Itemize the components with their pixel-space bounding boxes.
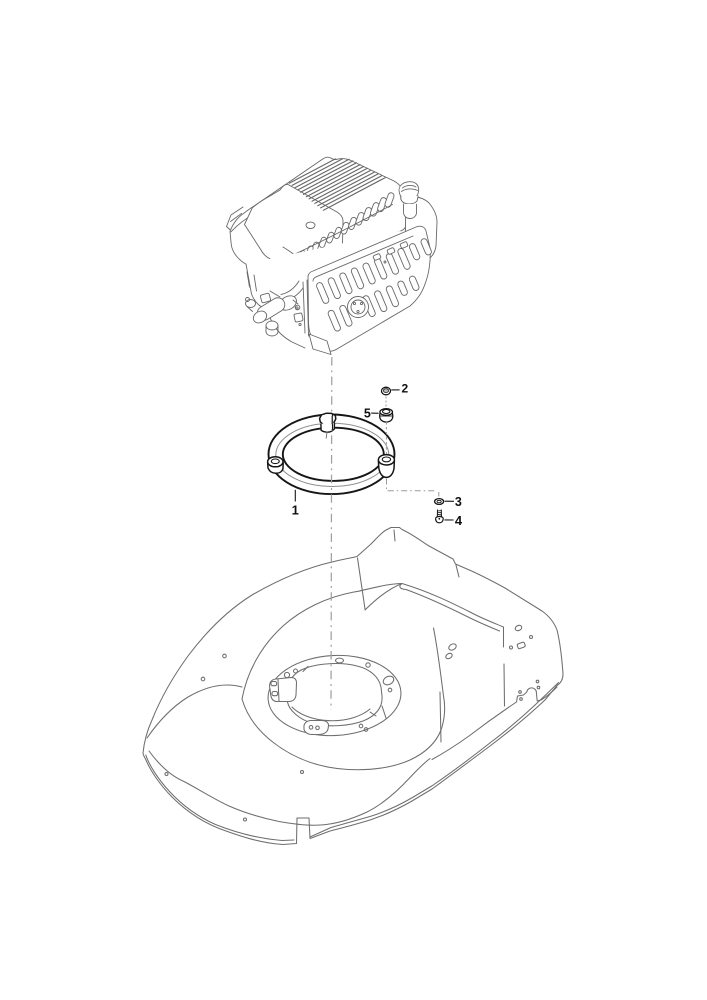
svg-text:4: 4 [455,513,463,528]
svg-text:1: 1 [292,502,299,517]
svg-text:2: 2 [401,381,408,395]
svg-text:3: 3 [455,495,462,509]
svg-text:5: 5 [364,407,371,421]
